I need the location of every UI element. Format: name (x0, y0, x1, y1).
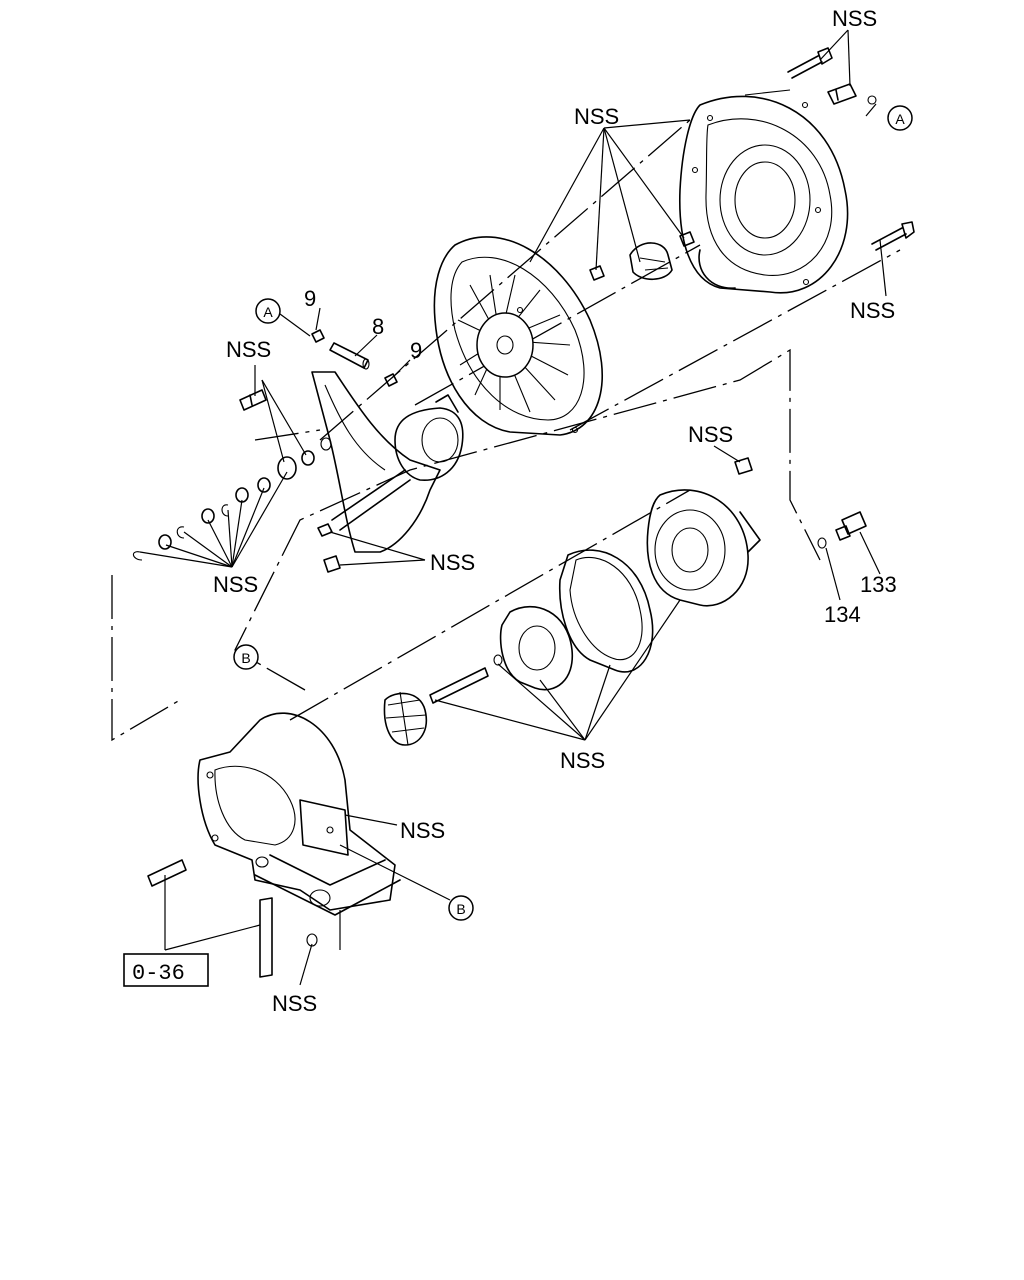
nss-label: NSS (400, 818, 445, 843)
part-134-label: 134 (824, 602, 861, 627)
turbine-housing (197, 712, 401, 916)
ref-b-marker: B (448, 895, 474, 921)
bracket-bolts (239, 389, 341, 573)
nss-label: NSS (688, 422, 733, 447)
svg-text:A: A (263, 304, 273, 320)
assembly-centerlines (111, 119, 901, 742)
turbine-wheel-shaft (383, 667, 489, 746)
page-reference-box: 0-36 (123, 953, 209, 987)
svg-text:A: A (895, 111, 905, 127)
part-8-label: 8 (372, 314, 384, 339)
center-housing-bracket (311, 371, 464, 553)
compressor-backplate (433, 236, 603, 436)
nss-label: NSS (574, 104, 619, 129)
leader-lines (139, 29, 887, 986)
nss-label: NSS (832, 6, 877, 31)
ref-a-marker: A (887, 105, 913, 131)
nss-label: NSS (226, 337, 271, 362)
nss-label: NSS (560, 748, 605, 773)
part-9-label: 9 (410, 338, 422, 363)
nss-label: NSS (272, 991, 317, 1016)
reference-markers: A A B B (233, 105, 913, 921)
nss-label: NSS (430, 550, 475, 575)
ref-b-marker: B (233, 644, 259, 670)
part-133-label: 133 (860, 572, 897, 597)
part-9-label: 9 (304, 286, 316, 311)
svg-text:B: B (456, 901, 465, 917)
callout-labels: NSS NSS NSS NSS 9 8 9 NSS NSS NSS 133 13… (213, 6, 897, 1016)
pin-and-bushings (311, 329, 398, 387)
turbine-side-bearing-parts (493, 457, 867, 691)
compressor-wheel (589, 231, 695, 281)
compressor-housing (678, 89, 849, 294)
nss-label: NSS (850, 298, 895, 323)
nss-label: NSS (213, 572, 258, 597)
ref-a-marker: A (255, 298, 281, 324)
page-reference-label: 0-36 (132, 961, 185, 986)
snap-rings-and-washers (132, 437, 332, 561)
svg-text:B: B (241, 650, 250, 666)
